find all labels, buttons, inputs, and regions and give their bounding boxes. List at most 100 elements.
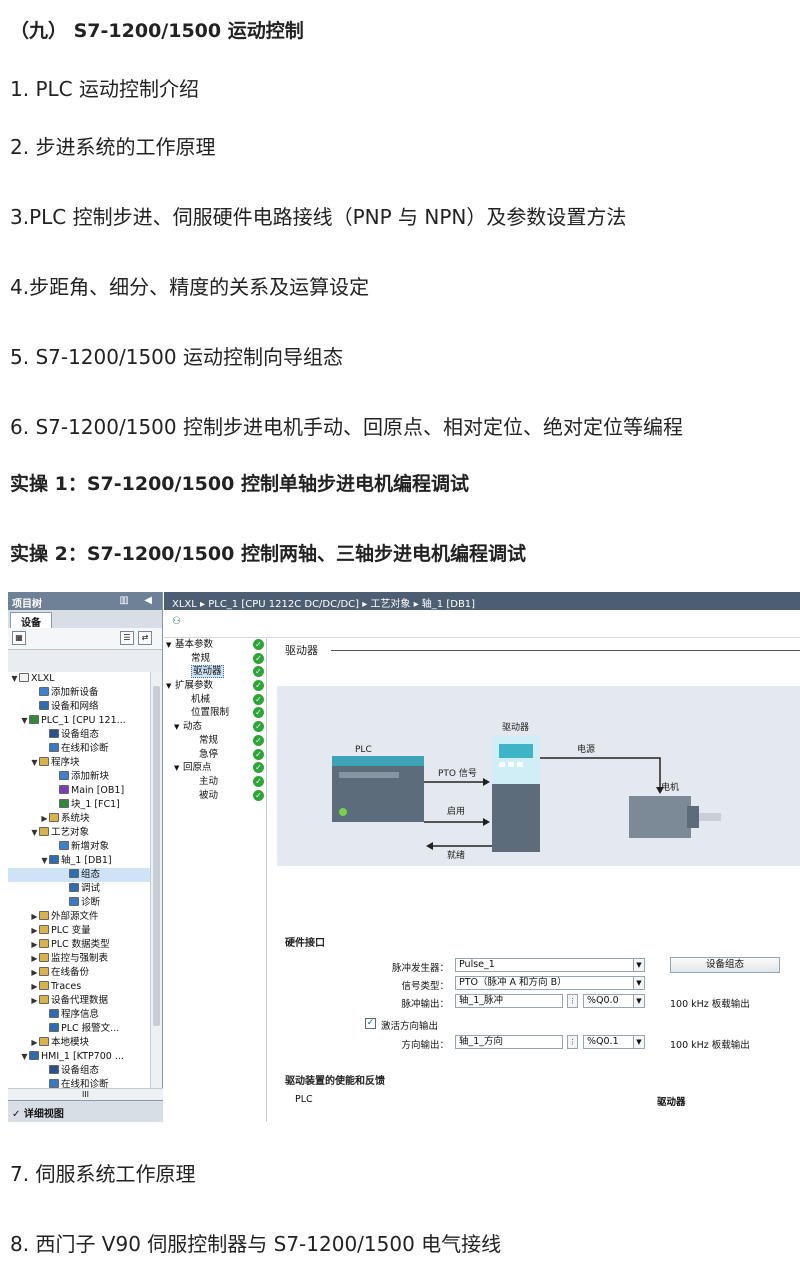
tree-item[interactable]: ▼XLXL [8, 672, 151, 686]
tree-item[interactable]: 设备组态 [8, 1064, 151, 1078]
scrollbar-thumb[interactable] [153, 686, 160, 1026]
browse-icon[interactable]: ⋮ [567, 994, 578, 1008]
tree-item-label: PLC 变量 [51, 925, 91, 936]
nav-item-label: 被动 [199, 789, 219, 801]
tree-item[interactable]: 设备和网络 [8, 700, 151, 714]
tree-item[interactable]: 组态 [8, 868, 151, 882]
tree-vertical-scrollbar[interactable] [150, 672, 162, 1088]
tree-item-icon [49, 743, 59, 752]
tree-item[interactable]: ▶系统块 [8, 812, 151, 826]
chevron-right-icon[interactable]: ▶ [31, 996, 38, 1005]
chevron-right-icon[interactable]: ▶ [31, 968, 38, 977]
chevron-down-icon[interactable]: ▼ [174, 764, 180, 773]
tree-item[interactable]: 程序信息 [8, 1008, 151, 1022]
nav-item[interactable]: ▼基本参数✓ [164, 638, 266, 652]
nav-item[interactable]: 被动✓ [164, 789, 266, 803]
tab-devices[interactable]: 设备 [10, 612, 52, 629]
chevron-down-icon[interactable]: ▼ [633, 959, 644, 971]
chevron-down-icon[interactable]: ▼ [633, 995, 644, 1007]
list-view-icon[interactable]: ☰ [120, 631, 134, 645]
tree-item[interactable]: ▶ PLC 变量 [8, 924, 151, 938]
tree-item-icon [29, 1051, 39, 1060]
pulse-generator-select[interactable]: Pulse_1▼ [455, 958, 645, 972]
chevron-right-icon[interactable]: ▶ [31, 926, 38, 935]
chevron-down-icon[interactable]: ▼ [31, 828, 38, 837]
tree-item[interactable]: ▼工艺对象 [8, 826, 151, 840]
chevron-down-icon[interactable]: ▼ [633, 1036, 644, 1048]
nav-item[interactable]: 常规✓ [164, 734, 266, 748]
tree-item[interactable]: 添加新设备 [8, 686, 151, 700]
chevron-down-icon[interactable]: ▼ [41, 856, 48, 865]
chevron-down-icon[interactable]: ▼ [633, 977, 644, 989]
tree-item[interactable]: ▼轴_1 [DB1] [8, 854, 151, 868]
titlebar-buttons[interactable]: ▥ ◀ [119, 595, 158, 606]
nav-item[interactable]: 常规✓ [164, 652, 266, 666]
tree-item[interactable]: 在线和诊断 [8, 1078, 151, 1088]
device-config-button[interactable]: 设备组态 [670, 957, 780, 973]
check-ok-icon: ✓ [253, 707, 264, 719]
nav-item[interactable]: 主动✓ [164, 775, 266, 789]
tree-item[interactable]: ▼PLC_1 [CPU 121... [8, 714, 151, 728]
browse-icon[interactable]: ⋮ [567, 1035, 578, 1049]
chevron-down-icon[interactable]: ▼ [11, 674, 18, 683]
tree-item[interactable]: PLC 报警文... [8, 1022, 151, 1036]
list-item: 7. 伺服系统工作原理 [10, 1162, 196, 1186]
tree-item-label: 诊断 [81, 897, 101, 908]
tree-item[interactable]: ▶PLC 数据类型 [8, 938, 151, 952]
list-item: 3.PLC 控制步进、伺服硬件电路接线（PNP 与 NPN）及参数设置方法 [10, 205, 627, 229]
chevron-right-icon[interactable]: ▶ [31, 940, 38, 949]
pulse-address-select[interactable]: %Q0.0▼ [583, 994, 645, 1008]
nav-item[interactable]: 急停✓ [164, 748, 266, 762]
tree-item[interactable]: 添加新块 [8, 770, 151, 784]
detail-view-header[interactable]: ✓ 详细视图 [8, 1100, 163, 1122]
tree-item[interactable]: ▶监控与强制表 [8, 952, 151, 966]
pulse-output-field[interactable]: 轴_1_脉冲 [455, 994, 563, 1008]
nav-item[interactable]: 驱动器✓ [164, 665, 266, 679]
chevron-down-icon[interactable]: ▼ [166, 641, 172, 649]
parameter-navigation: ▼基本参数✓常规✓驱动器✓▼扩展参数✓机械✓位置限制✓▼动态✓常规✓急停✓▼回原… [164, 638, 267, 1122]
tree-item[interactable]: Main [OB1] [8, 784, 151, 798]
refresh-icon[interactable]: ⇄ [138, 631, 152, 645]
chevron-right-icon[interactable]: ▶ [31, 912, 38, 921]
project-view-icon[interactable]: ▦ [12, 631, 26, 645]
signal-type-select[interactable]: PTO（脉冲 A 和方向 B）▼ [455, 976, 645, 990]
nav-item[interactable]: 机械✓ [164, 693, 266, 707]
tree-item[interactable]: ▶Traces [8, 980, 151, 994]
detail-view-label: 详细视图 [23, 1109, 64, 1120]
tree-item[interactable]: 在线和诊断 [8, 742, 151, 756]
nav-item[interactable]: 位置限制✓ [164, 706, 266, 720]
chevron-down-icon[interactable]: ▼ [21, 716, 28, 725]
tree-item[interactable]: ▼HMI_1 [KTP700 ... [8, 1050, 151, 1064]
direction-output-checkbox[interactable]: ✓ [365, 1018, 376, 1029]
tree-item[interactable]: ▶本地模块 [8, 1036, 151, 1050]
tree-horizontal-scrollbar[interactable]: III [8, 1088, 163, 1100]
list-item: 2. 步进系统的工作原理 [10, 135, 216, 159]
chevron-down-icon[interactable]: ▼ [31, 758, 38, 767]
chevron-right-icon[interactable]: ▶ [41, 814, 48, 823]
nav-item-label: 扩展参数 [175, 680, 214, 692]
network-view-icon[interactable]: ⚇ [172, 616, 181, 627]
tree-item[interactable]: 设备组态 [8, 728, 151, 742]
direction-address-select[interactable]: %Q0.1▼ [583, 1035, 645, 1049]
tree-item[interactable]: 诊断 [8, 896, 151, 910]
tree-item[interactable]: ▶外部源文件 [8, 910, 151, 924]
chevron-down-icon[interactable]: ▼ [166, 682, 172, 691]
tree-item[interactable]: 新增对象 [8, 840, 151, 854]
nav-item[interactable]: ▼扩展参数✓ [164, 679, 266, 693]
chevron-right-icon[interactable]: ▶ [31, 982, 38, 991]
power-label: 电源 [577, 743, 595, 755]
tree-item[interactable]: ▶设备代理数据 [8, 994, 151, 1008]
tree-item[interactable]: 调试 [8, 882, 151, 896]
chevron-right-icon[interactable]: ▶ [31, 954, 38, 963]
tree-item-icon [39, 939, 49, 948]
tree-item[interactable]: ▼程序块 [8, 756, 151, 770]
chevron-down-icon[interactable]: ▼ [174, 723, 180, 732]
nav-item[interactable]: ▼回原点✓ [164, 761, 266, 775]
chevron-down-icon[interactable]: ▼ [21, 1052, 28, 1061]
tree-item[interactable]: ▶在线备份 [8, 966, 151, 980]
tree-item[interactable]: 块_1 [FC1] [8, 798, 151, 812]
chevron-right-icon[interactable]: ▶ [31, 1038, 38, 1047]
direction-output-field[interactable]: 轴_1_方向 [455, 1035, 563, 1049]
nav-item[interactable]: ▼动态✓ [164, 720, 266, 734]
